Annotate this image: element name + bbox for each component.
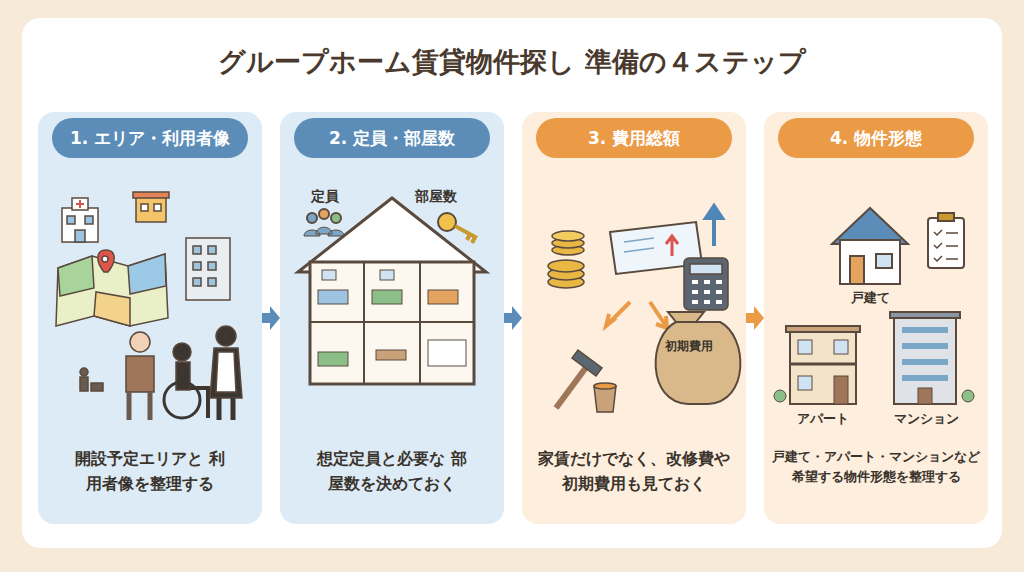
step-header: 1. エリア・利用者像 [52, 118, 248, 158]
step-panel: 開設予定エリアと 利用者像を整理する 1. エリア・利用者像 [38, 112, 262, 524]
step-title: 2. 定員・部屋数 [329, 127, 455, 150]
diagram-title: グループホーム賃貸物件探し 準備の４ステップ [0, 44, 1024, 80]
step-title: 3. 費用総額 [588, 127, 680, 150]
step-text: 開設予定エリアと 利用者像を整理する [75, 447, 225, 497]
card [22, 18, 1002, 548]
step-header: 4. 物件形態 [778, 118, 974, 158]
panel-bg [38, 112, 262, 524]
step-text: 家賃だけでなく、改修費や 初期費用も見ておく [535, 447, 733, 497]
illustration-label: 戸建て [851, 289, 890, 307]
step-title: 1. エリア・利用者像 [70, 127, 230, 150]
panel-bg [280, 112, 504, 524]
step-panel: 想定定員と必要な 部屋数を決めておく 2. 定員・部屋数 [280, 112, 504, 524]
step-panel: 戸建て・アパート・マンションなど 希望する物件形態を整理する 4. 物件形態 [764, 112, 988, 524]
step-arrow [504, 306, 522, 330]
illustration-label: 初期費用 [665, 338, 713, 355]
illustration-label: マンション [894, 410, 959, 428]
step-text: 戸建て・アパート・マンションなど 希望する物件形態を整理する [768, 447, 984, 488]
step-title: 4. 物件形態 [830, 127, 922, 150]
step-arrow [746, 306, 764, 330]
panel-bg [764, 112, 988, 524]
panel-bg [522, 112, 746, 524]
area-illustration [56, 192, 242, 420]
step-header: 2. 定員・部屋数 [294, 118, 490, 158]
illustration-label: 定員 [311, 188, 339, 206]
step-text: 想定定員と必要な 部屋数を決めておく [317, 447, 467, 497]
cost-illustration [548, 206, 740, 412]
step-header: 3. 費用総額 [536, 118, 732, 158]
illustration-label: アパート [797, 410, 849, 428]
step-panel: 家賃だけでなく、改修費や 初期費用も見ておく 3. 費用総額 [522, 112, 746, 524]
property-illustration [774, 208, 974, 404]
step-arrow [262, 306, 280, 330]
illustration-label: 部屋数 [415, 188, 457, 206]
house-illustration [298, 198, 486, 384]
